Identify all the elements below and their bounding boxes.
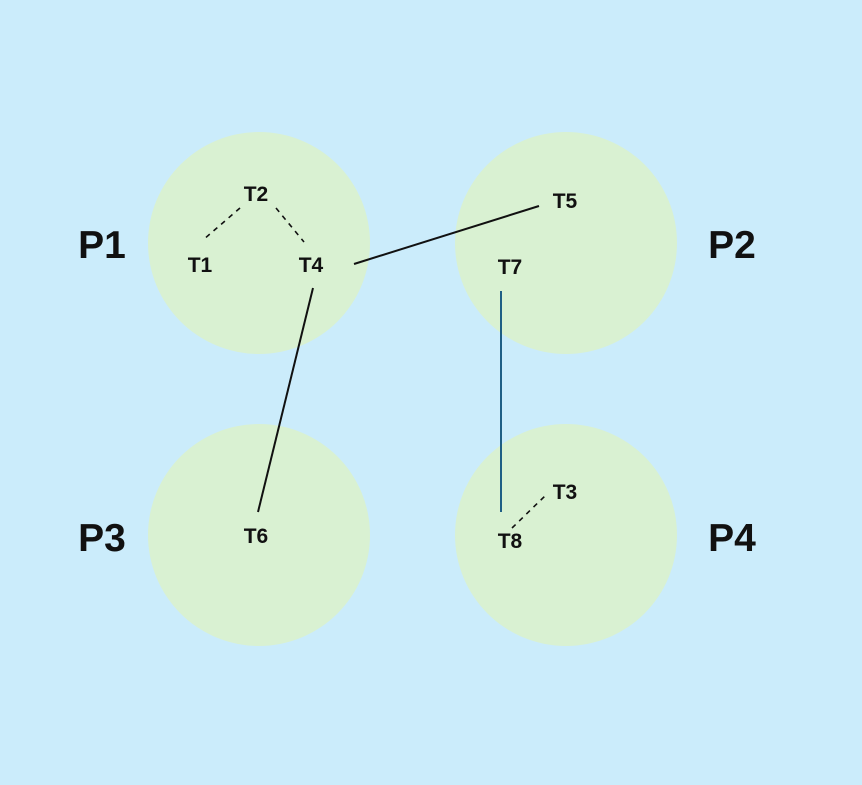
processor-label-p1: P1 — [78, 224, 126, 267]
edge-t2-t4 — [275, 207, 305, 243]
task-label-t1: T1 — [188, 254, 213, 277]
processor-circle-p1 — [148, 132, 370, 354]
edge-t4-t5 — [353, 205, 540, 265]
task-label-t8: T8 — [498, 530, 523, 553]
processor-circle-p4 — [455, 424, 677, 646]
task-label-t3: T3 — [553, 481, 578, 504]
task-label-t5: T5 — [553, 190, 578, 213]
task-label-t7: T7 — [498, 256, 523, 279]
processor-circle-p3 — [148, 424, 370, 646]
task-label-t2: T2 — [244, 183, 269, 206]
processor-label-p3: P3 — [78, 517, 126, 560]
task-label-t4: T4 — [299, 254, 324, 277]
processor-label-p4: P4 — [708, 517, 756, 560]
task-label-t6: T6 — [244, 525, 269, 548]
edge-t8-t3 — [511, 493, 548, 529]
edge-t4-t6 — [257, 287, 314, 513]
edge-t2-t1 — [202, 207, 241, 241]
processor-label-p2: P2 — [708, 224, 756, 267]
processor-circle-p2 — [455, 132, 677, 354]
